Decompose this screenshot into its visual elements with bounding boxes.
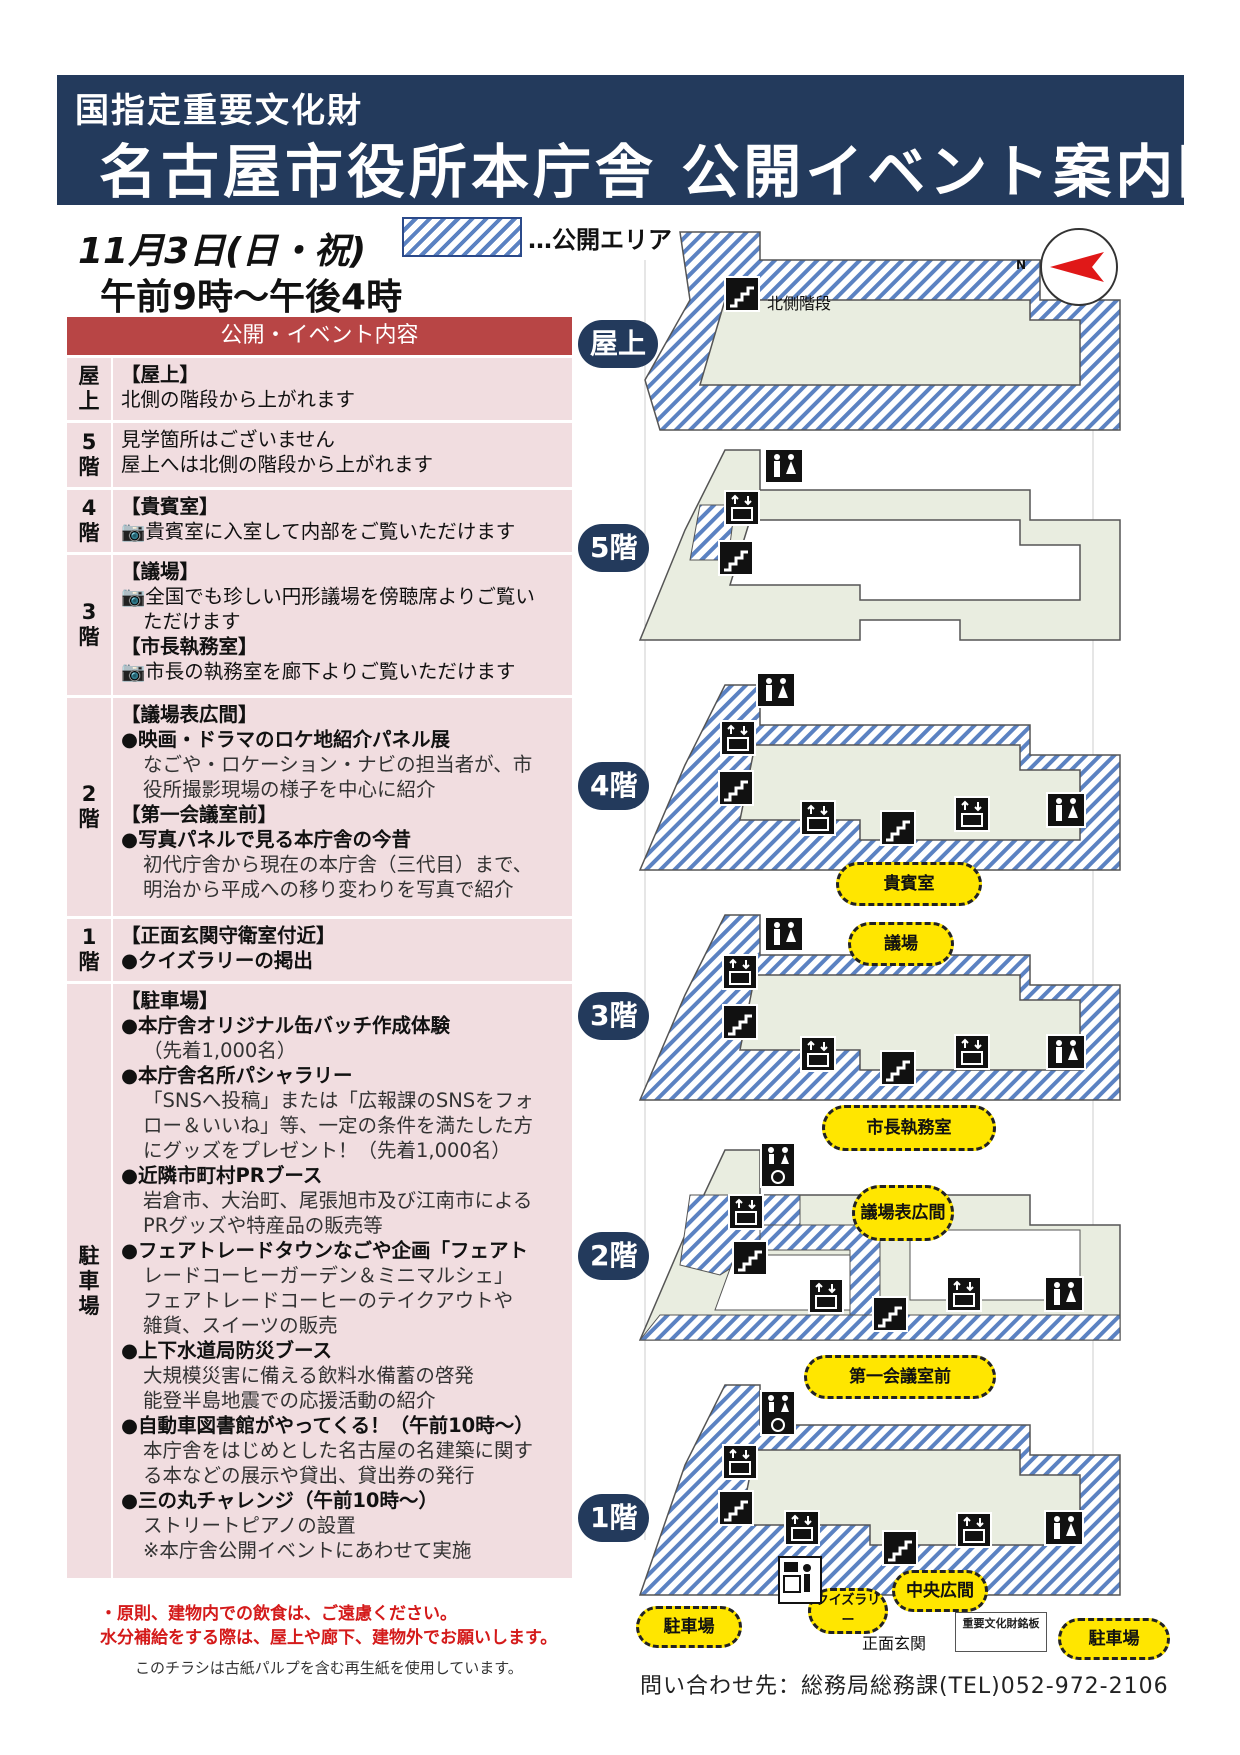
elevator-icon [954,796,990,832]
elevator-icon [784,1510,820,1546]
entrance-label: 正面玄関 [862,1634,927,1653]
row-content: 【貴賓室】 📷貴賓室に入室して内部をご覧いただけます [113,490,572,552]
restroom-icon [1044,1510,1084,1546]
spot-mayor-office: 市長執務室 [822,1105,996,1151]
restroom-icon [756,672,796,708]
header-banner: 国指定重要文化財 名古屋市役所本庁舎 公開イベント案内図 [57,75,1235,206]
floor-label: 駐車場 [67,984,111,1578]
row-content: 【正面玄関守衛室付近】 ●クイズラリーの掲出 [113,919,572,981]
restroom-icon [764,448,804,484]
stairs-icon [880,1050,916,1086]
elevator-icon [956,1512,992,1548]
stairs-icon [718,540,754,576]
row-content: 【議場】 📷全国でも珍しい円形議場を傍聴席よりご覧い ただけます 【市長執務室】… [113,555,572,695]
badge-roof: 屋上 [578,320,659,368]
stairs-icon [718,1490,754,1526]
badge-4f: 4階 [578,762,650,810]
floor-label: 屋上 [67,358,111,420]
elevator-icon [946,1276,982,1312]
5f-plan [638,449,1121,641]
recycle-note: このチラシは古紙パルプを含む再生紙を使用しています。 [135,1659,523,1677]
row-content: 見学箇所はございません 屋上へは北側の階段から上がれます [113,423,572,487]
roof-plan [644,231,1121,431]
stairs-icon [872,1296,908,1332]
spot-central-hall: 中央広間 [892,1570,988,1612]
accessible-restroom-icon [760,1142,796,1188]
badge-2f: 2階 [578,1232,650,1280]
event-time: 午前9時～午後4時 [100,277,403,318]
legend-label: …公開エリア [528,226,672,254]
elevator-icon [800,1036,836,1072]
badge-3f: 3階 [578,992,650,1040]
stairs-icon [724,276,760,312]
row-content: 【議場表広間】 ●映画・ドラマのロケ地紹介パネル展 なごや・ロケーション・ナビの… [113,698,572,916]
elevator-icon [808,1278,844,1314]
1f-plan [638,1384,1121,1596]
accessible-restroom-icon [760,1390,796,1436]
table-row-roof: 屋上 【屋上】 北側の階段から上がれます [67,358,572,420]
compass [1040,228,1118,306]
elevator-icon [954,1034,990,1070]
restroom-icon [764,916,804,952]
restroom-icon [1044,1276,1084,1312]
stairs-icon [718,770,754,806]
elevator-icon [800,800,836,836]
north-arrow-icon [1050,252,1104,282]
stairs-icon [722,1004,758,1040]
event-date: 11月3日(日・祝) [78,231,367,272]
spot-assembly-hall: 議場表広間 [852,1185,954,1241]
badge-1f: 1階 [578,1494,650,1542]
page-title: 名古屋市役所本庁舎 公開イベント案内図 [99,138,1240,206]
elevator-icon [728,1194,764,1230]
elevator-icon [724,490,760,526]
table-row-parking: 駐車場 【駐車場】 ●本庁舎オリジナル缶バッチ作成体験 （先着1,000名） ●… [67,984,572,1578]
spot-assembly: 議場 [848,922,954,966]
compass-n: N [1016,258,1027,272]
north-stairs-label: 北側階段 [767,294,832,313]
elevator-icon [720,720,756,756]
stairs-icon [880,810,916,846]
spot-parking-right: 駐車場 [1058,1618,1170,1660]
contact-info: 問い合わせ先：総務局総務課(TEL)052-972-2106 [640,1674,1169,1699]
table-heading: 公開・イベント内容 [67,317,572,355]
restroom-icon [1046,792,1086,828]
stairs-icon [882,1530,918,1566]
legend-swatch [402,217,522,257]
heritage-plaque: 重要文化財銘板 [955,1612,1047,1652]
badge-5f: 5階 [578,524,650,572]
row-content: 【駐車場】 ●本庁舎オリジナル缶バッチ作成体験 （先着1,000名） ●本庁舎名… [113,984,572,1578]
spot-vip-room: 貴賓室 [836,862,982,906]
guard-room-icon [778,1556,822,1604]
elevator-icon [722,1444,758,1480]
header-subtitle: 国指定重要文化財 [75,91,363,131]
notice: ・原則、建物内での飲食は、ご遠慮ください。 水分補給をする際は、屋上や廊下、建物… [100,1604,558,1648]
spot-parking-left: 駐車場 [636,1606,742,1648]
spot-meeting-room: 第一会議室前 [804,1355,996,1399]
elevator-icon [722,954,758,990]
2f-plan [638,1149,1121,1341]
stairs-icon [732,1240,768,1276]
row-content: 【屋上】 北側の階段から上がれます [113,358,572,420]
restroom-icon [1046,1034,1086,1070]
